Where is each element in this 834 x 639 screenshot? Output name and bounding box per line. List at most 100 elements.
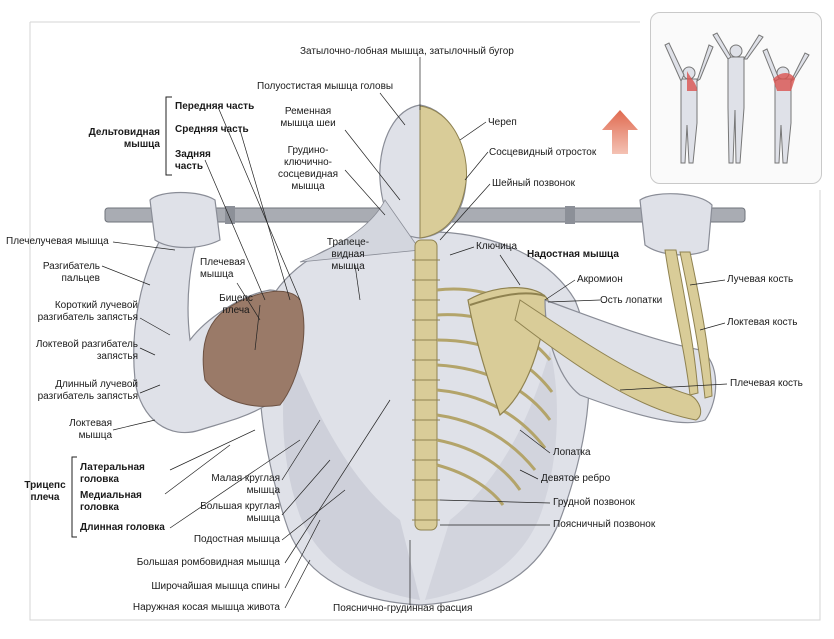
spine bbox=[412, 239, 440, 531]
label-latissimus: Широчайшая мышца спины bbox=[151, 581, 280, 592]
label-thoracic-vertebra: Грудной позвонок bbox=[553, 497, 635, 508]
label-semispinalis-capitis: Полуостистая мышца головы bbox=[257, 81, 394, 92]
label-splenius: Ременная мышца шеи bbox=[270, 106, 346, 130]
label-teres-major-line1: Большая круглая bbox=[200, 501, 280, 512]
label-humerus: Плечевая кость bbox=[730, 378, 803, 389]
label-deltoid-rear: Задняя часть bbox=[175, 149, 211, 173]
label-sternocleidomastoid: Грудино- ключично- сосцевидная мышца bbox=[266, 145, 350, 193]
exercise-thumbnail bbox=[650, 12, 822, 184]
label-ecrl: Длинный лучевой разгибатель запястья bbox=[4, 379, 138, 403]
label-ecu-line2: запястья bbox=[96, 351, 138, 362]
label-brachialis: Плечевая мышца bbox=[200, 257, 245, 281]
label-occipito-frontalis: Затылочно-лобная мышца, затылочный бугор bbox=[300, 46, 514, 57]
label-scm-line1: Грудино- bbox=[287, 145, 329, 156]
label-ecrl-line2: разгибатель запястья bbox=[37, 391, 138, 402]
label-scapular-spine: Ость лопатки bbox=[600, 295, 663, 306]
label-trapezius-line2: видная bbox=[331, 249, 365, 260]
label-extensor-fingers: Разгибатель пальцев bbox=[20, 261, 100, 285]
label-trapezius-line1: Трапеце- bbox=[326, 237, 370, 248]
label-ecrb-line1: Короткий лучевой bbox=[54, 300, 138, 311]
label-biceps: Бицепс плеча bbox=[208, 293, 264, 317]
label-teres-minor-line1: Малая круглая bbox=[211, 473, 280, 484]
latissimus-right-shape bbox=[425, 350, 557, 600]
label-deltoid-middle: Средняя часть bbox=[175, 124, 249, 135]
label-splenius-line2: мышца шеи bbox=[280, 118, 336, 129]
label-scapula: Лопатка bbox=[553, 447, 591, 458]
label-skull: Череп bbox=[488, 117, 517, 128]
label-biceps-line2: плеча bbox=[222, 305, 250, 316]
label-triceps-medial-line1: Медиальная bbox=[80, 490, 142, 501]
label-deltoid-rear-line2: часть bbox=[175, 161, 203, 172]
label-rhomboid-major: Большая ромбовидная мышца bbox=[136, 557, 280, 568]
latissimus-shape bbox=[283, 350, 420, 600]
label-extensor-fingers-line2: пальцев bbox=[61, 273, 100, 284]
label-infraspinatus: Подостная мышца bbox=[193, 534, 280, 545]
label-extensor-fingers-line1: Разгибатель bbox=[42, 261, 100, 272]
skull-bone bbox=[419, 105, 468, 239]
label-deltoid-title-line1: Дельтовидная bbox=[88, 127, 160, 138]
label-external-oblique: Наружная косая мышца живота bbox=[132, 602, 280, 613]
frame-border bbox=[29, 21, 821, 621]
label-ecrl-line1: Длинный лучевой bbox=[55, 379, 138, 390]
label-teres-major: Большая круглая мышца bbox=[182, 501, 280, 525]
exercise-figures-icon bbox=[664, 32, 810, 164]
label-clavicle: Ключица bbox=[476, 241, 518, 252]
label-triceps-lateral-line1: Латеральная bbox=[80, 462, 145, 473]
label-trapezius: Трапеце- видная мышца bbox=[310, 237, 386, 273]
barbell-collar-right bbox=[565, 206, 575, 224]
label-biceps-line1: Бицепс bbox=[219, 293, 253, 304]
label-triceps-lateral: Латеральная головка bbox=[80, 462, 145, 486]
label-brachialis-line2: мышца bbox=[200, 269, 234, 280]
label-teres-minor-line2: мышца bbox=[246, 485, 280, 496]
leader-lines bbox=[101, 57, 728, 609]
label-scm-line3: сосцевидная bbox=[277, 169, 339, 180]
label-scm-line2: ключично- bbox=[283, 157, 333, 168]
label-triceps-medial: Медиальная головка bbox=[80, 490, 142, 514]
label-deltoid-title: Дельтовидная мышца bbox=[82, 127, 160, 151]
left-deltoid bbox=[202, 290, 305, 407]
right-hand bbox=[639, 193, 713, 256]
label-triceps-long: Длинная головка bbox=[80, 522, 165, 533]
label-triceps-medial-line2: головка bbox=[80, 502, 119, 513]
label-lumbar-vertebra: Поясничный позвонок bbox=[553, 519, 656, 530]
up-arrow-icon bbox=[602, 110, 638, 154]
deltoid-bracket bbox=[165, 96, 172, 176]
label-ecrb: Короткий лучевой разгибатель запястья bbox=[4, 300, 138, 324]
label-triceps-title: Трицепс плеча bbox=[20, 480, 70, 504]
label-ecu: Локтевой разгибатель запястья bbox=[4, 339, 138, 363]
label-ecrb-line2: разгибатель запястья bbox=[37, 312, 138, 323]
label-teres-major-line2: мышца bbox=[246, 513, 280, 524]
label-ulna: Локтевая кость bbox=[727, 317, 798, 328]
label-teres-minor: Малая круглая мышца bbox=[186, 473, 280, 497]
brackets bbox=[71, 96, 172, 538]
label-mastoid: Сосцевидный отросток bbox=[489, 147, 597, 158]
label-anconeus: Локтевая мышца bbox=[40, 418, 112, 442]
label-scm-line4: мышца bbox=[291, 181, 325, 192]
label-brachialis-line1: Плечевая bbox=[200, 257, 246, 268]
label-radius: Лучевая кость bbox=[727, 274, 794, 285]
label-deltoid-title-line2: мышца bbox=[123, 139, 160, 150]
label-triceps-title-line2: плеча bbox=[30, 492, 60, 503]
label-anconeus-line2: мышца bbox=[78, 430, 112, 441]
radius-bone bbox=[664, 249, 699, 396]
label-brachioradialis: Плечелучевая мышца bbox=[6, 236, 109, 247]
label-deltoid-front: Передняя часть bbox=[175, 101, 255, 112]
humerus-bone bbox=[514, 299, 702, 421]
triceps-bracket bbox=[71, 456, 77, 538]
label-splenius-line1: Ременная bbox=[284, 106, 332, 117]
label-thoracolumbar-fascia: Пояснично-грудинная фасция bbox=[333, 603, 473, 614]
label-ninth-rib: Девятое ребро bbox=[541, 473, 611, 484]
trapezius-upper bbox=[299, 199, 421, 263]
label-triceps-lateral-line2: головка bbox=[80, 474, 119, 485]
scapular-spine-line bbox=[469, 292, 546, 306]
label-triceps-title-line1: Трицепс bbox=[24, 480, 66, 491]
label-ecu-line1: Локтевой разгибатель bbox=[35, 339, 138, 350]
label-supraspinatus: Надостная мышца bbox=[527, 249, 619, 260]
label-trapezius-line3: мышца bbox=[331, 261, 365, 272]
barbell-collar-left bbox=[225, 206, 235, 224]
label-deltoid-rear-line1: Задняя bbox=[175, 149, 211, 160]
label-cervical-vertebra: Шейный позвонок bbox=[492, 178, 576, 189]
ulna-bone bbox=[679, 251, 713, 399]
